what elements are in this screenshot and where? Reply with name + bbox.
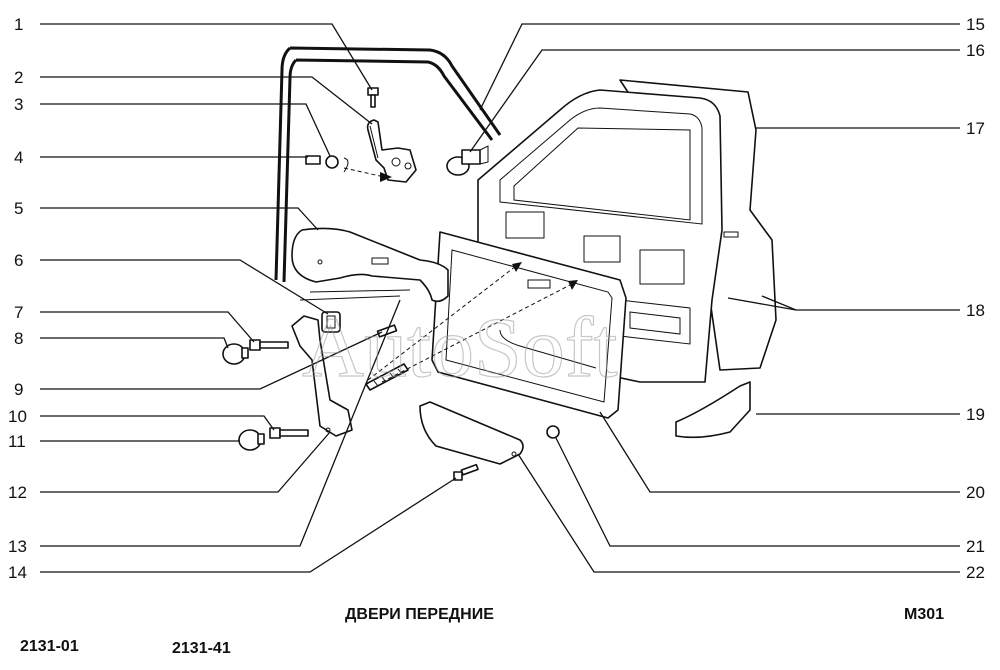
callout-7: 7 (14, 303, 23, 322)
callout-9: 9 (14, 380, 23, 399)
small-screw (453, 463, 479, 481)
door-lock (366, 119, 417, 183)
callout-4: 4 (14, 148, 23, 167)
screw-and-washer (305, 155, 392, 182)
callout-21: 21 (966, 537, 985, 556)
callout-numbers-left: 1 2 3 4 5 6 7 8 9 10 11 12 13 14 (8, 15, 27, 582)
screw-lower (269, 427, 309, 439)
callout-numbers-right: 15 16 17 18 19 20 21 22 (966, 15, 985, 582)
callout-15: 15 (966, 15, 985, 34)
callout-18: 18 (966, 301, 985, 320)
lower-trim (675, 381, 751, 439)
leader-lines (40, 23, 960, 573)
callout-10: 10 (8, 407, 27, 426)
armrest (291, 227, 449, 303)
diagram-code: M301 (904, 606, 944, 623)
callout-13: 13 (8, 537, 27, 556)
callout-16: 16 (966, 41, 985, 60)
door-striker (446, 145, 489, 176)
screw-upper (249, 339, 289, 351)
handle-cup (321, 311, 341, 333)
long-screw (365, 262, 578, 391)
cap-upper (222, 343, 249, 365)
lock-pin (367, 87, 379, 108)
callout-14: 14 (8, 563, 27, 582)
callout-5: 5 (14, 199, 23, 218)
callout-1: 1 (14, 15, 23, 34)
door-trim-panel (431, 231, 627, 419)
parts-drawing (222, 46, 777, 481)
callout-17: 17 (966, 119, 985, 138)
callout-12: 12 (8, 483, 27, 502)
callout-20: 20 (966, 483, 985, 502)
callout-19: 19 (966, 405, 985, 424)
pull-handle (291, 315, 353, 437)
diagram-title: ДВЕРИ ПЕРЕДНИЕ (345, 606, 494, 623)
cap-lower (238, 429, 265, 451)
callout-11: 11 (8, 432, 26, 451)
callout-2: 2 (14, 68, 23, 87)
clip-nut (546, 425, 560, 439)
callout-3: 3 (14, 95, 23, 114)
model-code-2: 2131-41 (172, 640, 231, 657)
callout-6: 6 (14, 251, 23, 270)
lower-pocket (419, 401, 524, 465)
model-code-1: 2131-01 (20, 638, 79, 655)
callout-22: 22 (966, 563, 985, 582)
window-seal (274, 46, 502, 283)
callout-8: 8 (14, 329, 23, 348)
watermark: AutoSoft (302, 299, 617, 395)
